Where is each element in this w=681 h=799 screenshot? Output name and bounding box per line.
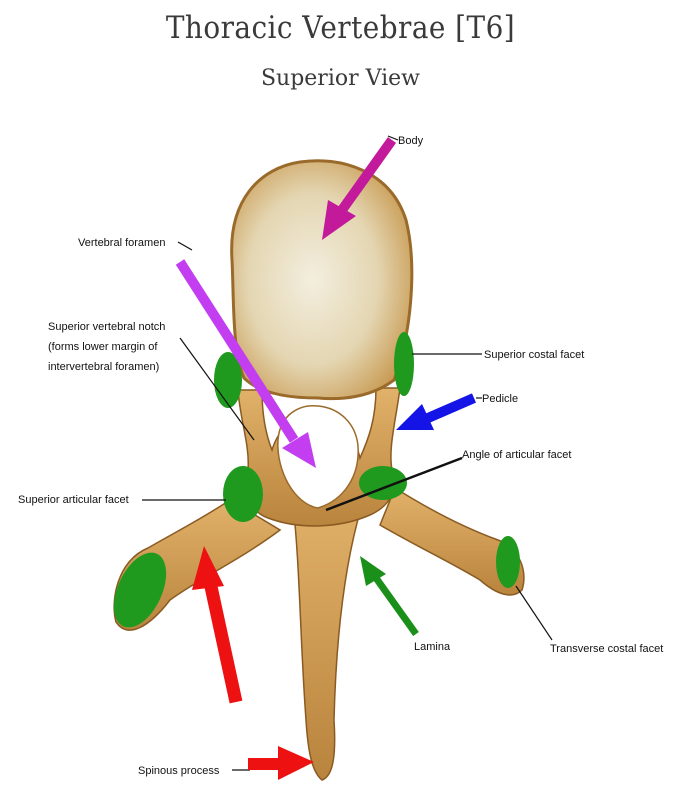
label-spinous-process: Spinous process bbox=[138, 765, 220, 777]
label-transverse-costal-facet: Transverse costal facet bbox=[550, 643, 663, 655]
arrow-transverse-shaft bbox=[210, 582, 236, 702]
leader-vertebral-foramen bbox=[178, 242, 192, 250]
label-superior-articular-facet: Superior articular facet bbox=[18, 494, 129, 506]
label-lamina: Lamina bbox=[414, 641, 451, 653]
superior-articular-facet-left bbox=[223, 466, 263, 522]
label-superior-vertebral-notch-line3: intervertebral foramen) bbox=[48, 361, 159, 373]
label-superior-vertebral-notch-line2: (forms lower margin of bbox=[48, 341, 158, 353]
vertebral-body bbox=[232, 161, 412, 399]
spinous-process-shape bbox=[292, 495, 362, 780]
label-superior-vertebral-notch-line1: Superior vertebral notch bbox=[48, 321, 165, 333]
label-vertebral-foramen: Vertebral foramen bbox=[78, 237, 165, 249]
transverse-costal-facet-right bbox=[496, 536, 520, 588]
vertebra-bone bbox=[114, 161, 524, 780]
superior-costal-facet-right bbox=[394, 332, 414, 396]
arrow-lamina-shaft bbox=[376, 578, 416, 634]
arrow-pedicle-shaft bbox=[428, 398, 474, 418]
label-body: Body bbox=[398, 135, 424, 147]
label-pedicle: Pedicle bbox=[482, 393, 518, 405]
leader-transverse-costal-facet bbox=[516, 586, 552, 640]
label-superior-costal-facet: Superior costal facet bbox=[484, 349, 584, 361]
label-angle-of-articular-facet: Angle of articular facet bbox=[462, 449, 571, 461]
